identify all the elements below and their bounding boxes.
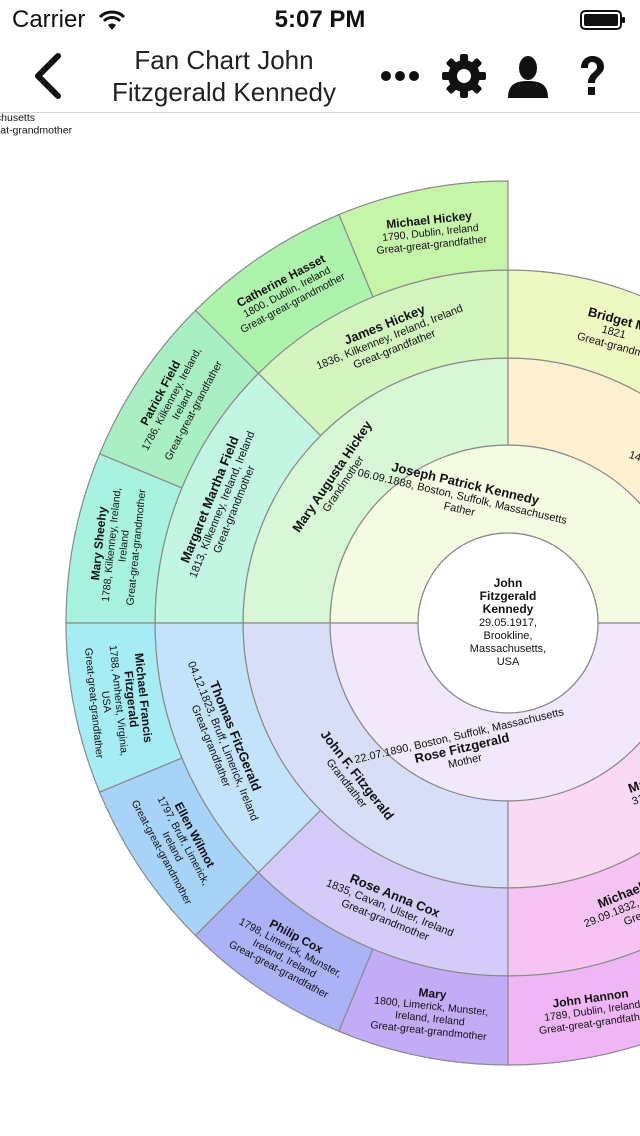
fan-chart: JohnFitzgeraldKennedy29.05.1917,Brooklin… (0, 112, 640, 1066)
person-name: John (494, 576, 523, 590)
person-detail: 29.05.1917, (479, 617, 537, 629)
person-name: Fitzgerald (121, 670, 141, 728)
status-bar: Carrier 5:07 PM (0, 0, 640, 40)
more-icon[interactable] (378, 54, 422, 98)
person-detail: USA (99, 690, 113, 713)
nav-bar: Fan Chart John Fitzgerald Kennedy (0, 40, 640, 113)
page-title-line1: Fan Chart John (134, 45, 314, 75)
person-detail: Massachusetts (0, 112, 35, 124)
person-detail: Ireland (116, 529, 131, 562)
person-detail: Brookline, (484, 630, 533, 642)
gear-icon[interactable] (442, 54, 486, 98)
wifi-icon (98, 10, 126, 30)
page-title-line2: Fitzgerald Kennedy (111, 77, 337, 107)
person-detail: Massachusetts, (470, 643, 546, 655)
page-title: Fan Chart John Fitzgerald Kennedy (96, 44, 352, 108)
person-detail: Great-great-great-grandmother (0, 124, 73, 136)
person-label-root: JohnFitzgeraldKennedy29.05.1917,Brooklin… (470, 576, 546, 668)
person-icon[interactable] (506, 54, 550, 98)
person-name: Kennedy (483, 602, 534, 616)
carrier-label: Carrier (12, 6, 86, 33)
fan-segment-jhannon[interactable] (507, 949, 640, 1066)
person-name: Mary (418, 985, 448, 1002)
person-label-bridget: Bridget1770, Boston, Suffolk,Massachuset… (0, 112, 73, 136)
person-detail: USA (497, 656, 520, 668)
person-name: Fitzgerald (480, 589, 537, 603)
chevron-left-icon[interactable] (26, 50, 70, 102)
fan-center-person[interactable] (417, 532, 599, 714)
help-icon[interactable] (570, 54, 614, 98)
battery-icon (580, 10, 625, 30)
clock: 5:07 PM (274, 6, 366, 33)
